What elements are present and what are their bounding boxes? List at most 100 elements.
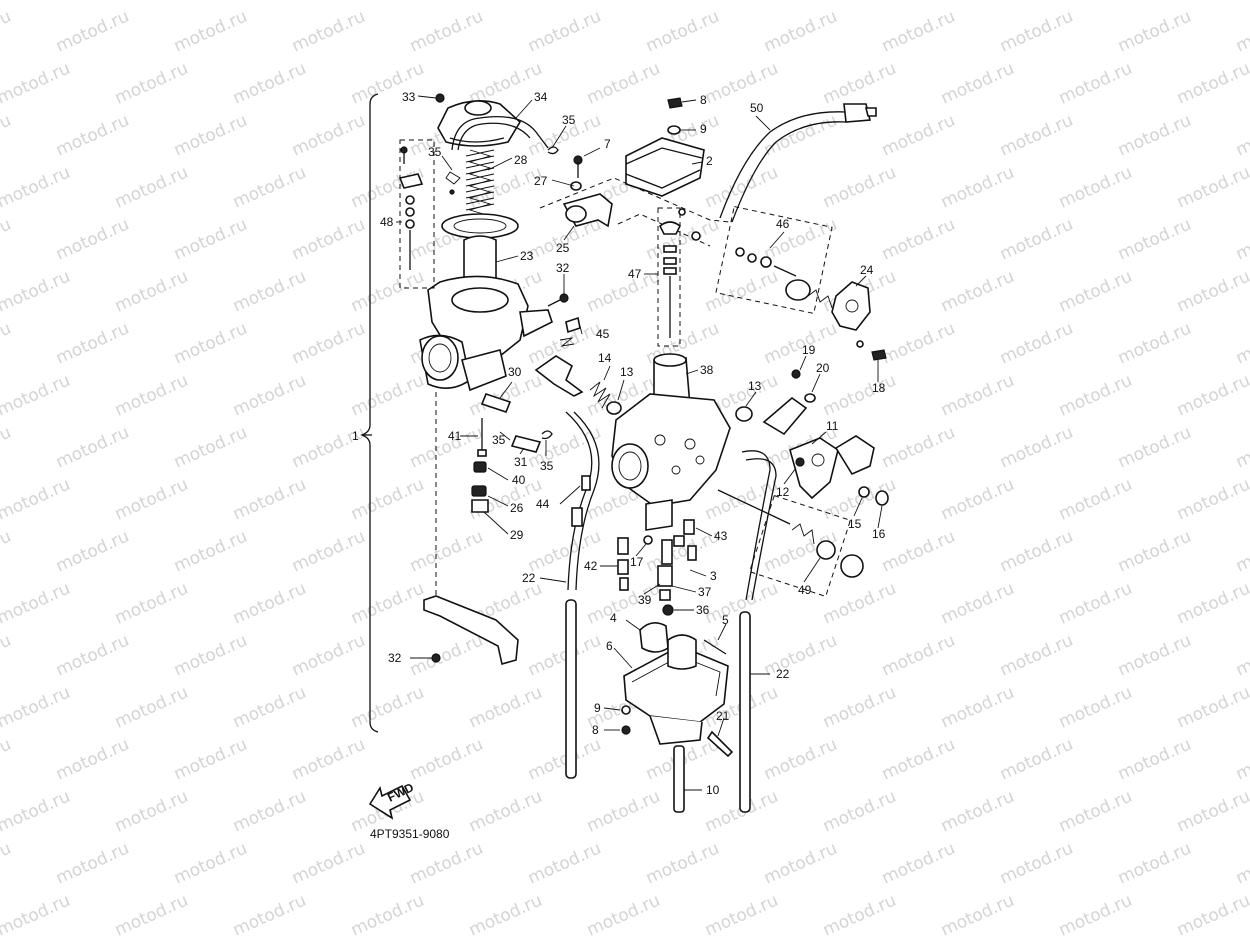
watermark-text: motod.ru — [230, 371, 309, 421]
screw-19 — [791, 369, 801, 379]
watermark-text: motod.ru — [230, 163, 309, 213]
washer-near-24 — [856, 340, 864, 348]
watermark-text: motod.ru — [0, 423, 14, 473]
hose-22-lower-right — [739, 611, 751, 813]
watermark-text: motod.ru — [938, 59, 1017, 109]
callout-5: 5 — [722, 613, 729, 627]
watermark-text: motod.ru — [53, 319, 132, 369]
watermark-text: motod.ru — [1233, 7, 1250, 57]
callout-22: 22 — [522, 571, 536, 585]
watermark-text: motod.ru — [171, 735, 250, 785]
watermark-text: motod.ru — [1233, 631, 1250, 681]
callout-35: 35 — [562, 113, 576, 127]
watermark-text: motod.ru — [1056, 475, 1135, 525]
watermark-text: motod.ru — [1174, 475, 1250, 525]
callout-20: 20 — [816, 361, 830, 375]
callout-35: 35 — [540, 459, 554, 473]
watermark-text: motod.ru — [0, 735, 14, 785]
watermark-text: motod.ru — [171, 527, 250, 577]
watermark-text: motod.ru — [289, 735, 368, 785]
watermark-text: motod.ru — [1056, 0, 1135, 5]
watermark-text: motod.ru — [761, 215, 840, 265]
watermark-text: motod.ru — [407, 631, 486, 681]
watermark-text: motod.ru — [0, 631, 14, 681]
callout-46: 46 — [776, 217, 790, 231]
watermark-text: motod.ru — [348, 579, 427, 629]
watermark-text: motod.ru — [171, 423, 250, 473]
spring-14 — [589, 381, 611, 409]
needle-jet-assembly-48 — [398, 139, 435, 289]
watermark-text: motod.ru — [938, 787, 1017, 837]
watermark-text: motod.ru — [997, 527, 1076, 577]
callout-9: 9 — [700, 122, 707, 136]
watermark-text: motod.ru — [348, 891, 427, 938]
watermark-text: motod.ru — [1174, 371, 1250, 421]
callout-39: 39 — [638, 593, 652, 607]
screw-8-bottom — [621, 725, 631, 735]
watermark-text: motod.ru — [761, 7, 840, 57]
callout-29: 29 — [510, 528, 524, 542]
watermark-text: motod.ru — [230, 683, 309, 733]
screw-33 — [435, 93, 445, 103]
callout-12: 12 — [776, 485, 790, 499]
watermark-text: motod.ru — [289, 319, 368, 369]
watermark-text: motod.ru — [230, 787, 309, 837]
watermark-text: motod.ru — [171, 839, 250, 889]
watermark-text: motod.ru — [0, 839, 14, 889]
watermark-text: motod.ru — [1174, 683, 1250, 733]
callout-41: 41 — [448, 429, 462, 443]
watermark-text: motod.ru — [466, 0, 545, 5]
watermark-text: motod.ru — [466, 683, 545, 733]
watermark-text: motod.ru — [348, 683, 427, 733]
watermark-text: motod.ru — [112, 59, 191, 109]
callout-3: 3 — [710, 569, 717, 583]
jet-group-42-17-43 — [617, 519, 697, 591]
watermark-text: motod.ru — [0, 371, 73, 421]
watermark-text: motod.ru — [348, 59, 427, 109]
synchronizing-screw-46 — [715, 205, 833, 315]
watermark-text: motod.ru — [289, 631, 368, 681]
watermark-text: motod.ru — [1174, 579, 1250, 629]
watermark-text: motod.ru — [879, 423, 958, 473]
watermark-text: motod.ru — [0, 579, 73, 629]
callout-6: 6 — [606, 639, 613, 653]
callout-35: 35 — [428, 145, 442, 159]
watermark-text: motod.ru — [997, 7, 1076, 57]
watermark-text: motod.ru — [879, 527, 958, 577]
watermark-text: motod.ru — [0, 7, 14, 57]
watermark-text: motod.ru — [879, 735, 958, 785]
watermark-text: motod.ru — [407, 527, 486, 577]
callout-43: 43 — [714, 529, 728, 543]
callout-30: 30 — [508, 365, 522, 379]
watermark-text: motod.ru — [1056, 579, 1135, 629]
clip-35-top — [547, 146, 559, 155]
watermark-text: motod.ru — [997, 631, 1076, 681]
watermark-text: motod.ru — [0, 527, 14, 577]
watermark-text: motod.ru — [702, 0, 781, 5]
watermark-text: motod.ru — [584, 891, 663, 938]
watermark-text: motod.ru — [584, 787, 663, 837]
watermark-text: motod.ru — [938, 683, 1017, 733]
watermark-text: motod.ru — [997, 735, 1076, 785]
watermark-text: motod.ru — [0, 787, 73, 837]
callout-36: 36 — [696, 603, 710, 617]
callout-32: 32 — [388, 651, 402, 665]
watermark-text: motod.ru — [1115, 735, 1194, 785]
watermark-text: motod.ru — [938, 891, 1017, 938]
watermark-text: motod.ru — [820, 683, 899, 733]
clip-35-left — [445, 171, 461, 195]
watermark-text: motod.ru — [1056, 787, 1135, 837]
watermark-text: motod.ru — [1115, 111, 1194, 161]
watermark-text: motod.ru — [230, 579, 309, 629]
watermark-text: motod.ru — [1115, 7, 1194, 57]
watermark-text: motod.ru — [761, 111, 840, 161]
watermark-text: motod.ru — [702, 59, 781, 109]
watermark-text: motod.ru — [0, 0, 73, 5]
watermark-text: motod.ru — [0, 111, 14, 161]
watermark-text: motod.ru — [643, 7, 722, 57]
drain-screw-41-40-26 — [471, 418, 489, 513]
watermark-text: motod.ru — [1115, 215, 1194, 265]
throttle-lever-left — [534, 355, 584, 397]
screw-32-top — [547, 293, 569, 307]
